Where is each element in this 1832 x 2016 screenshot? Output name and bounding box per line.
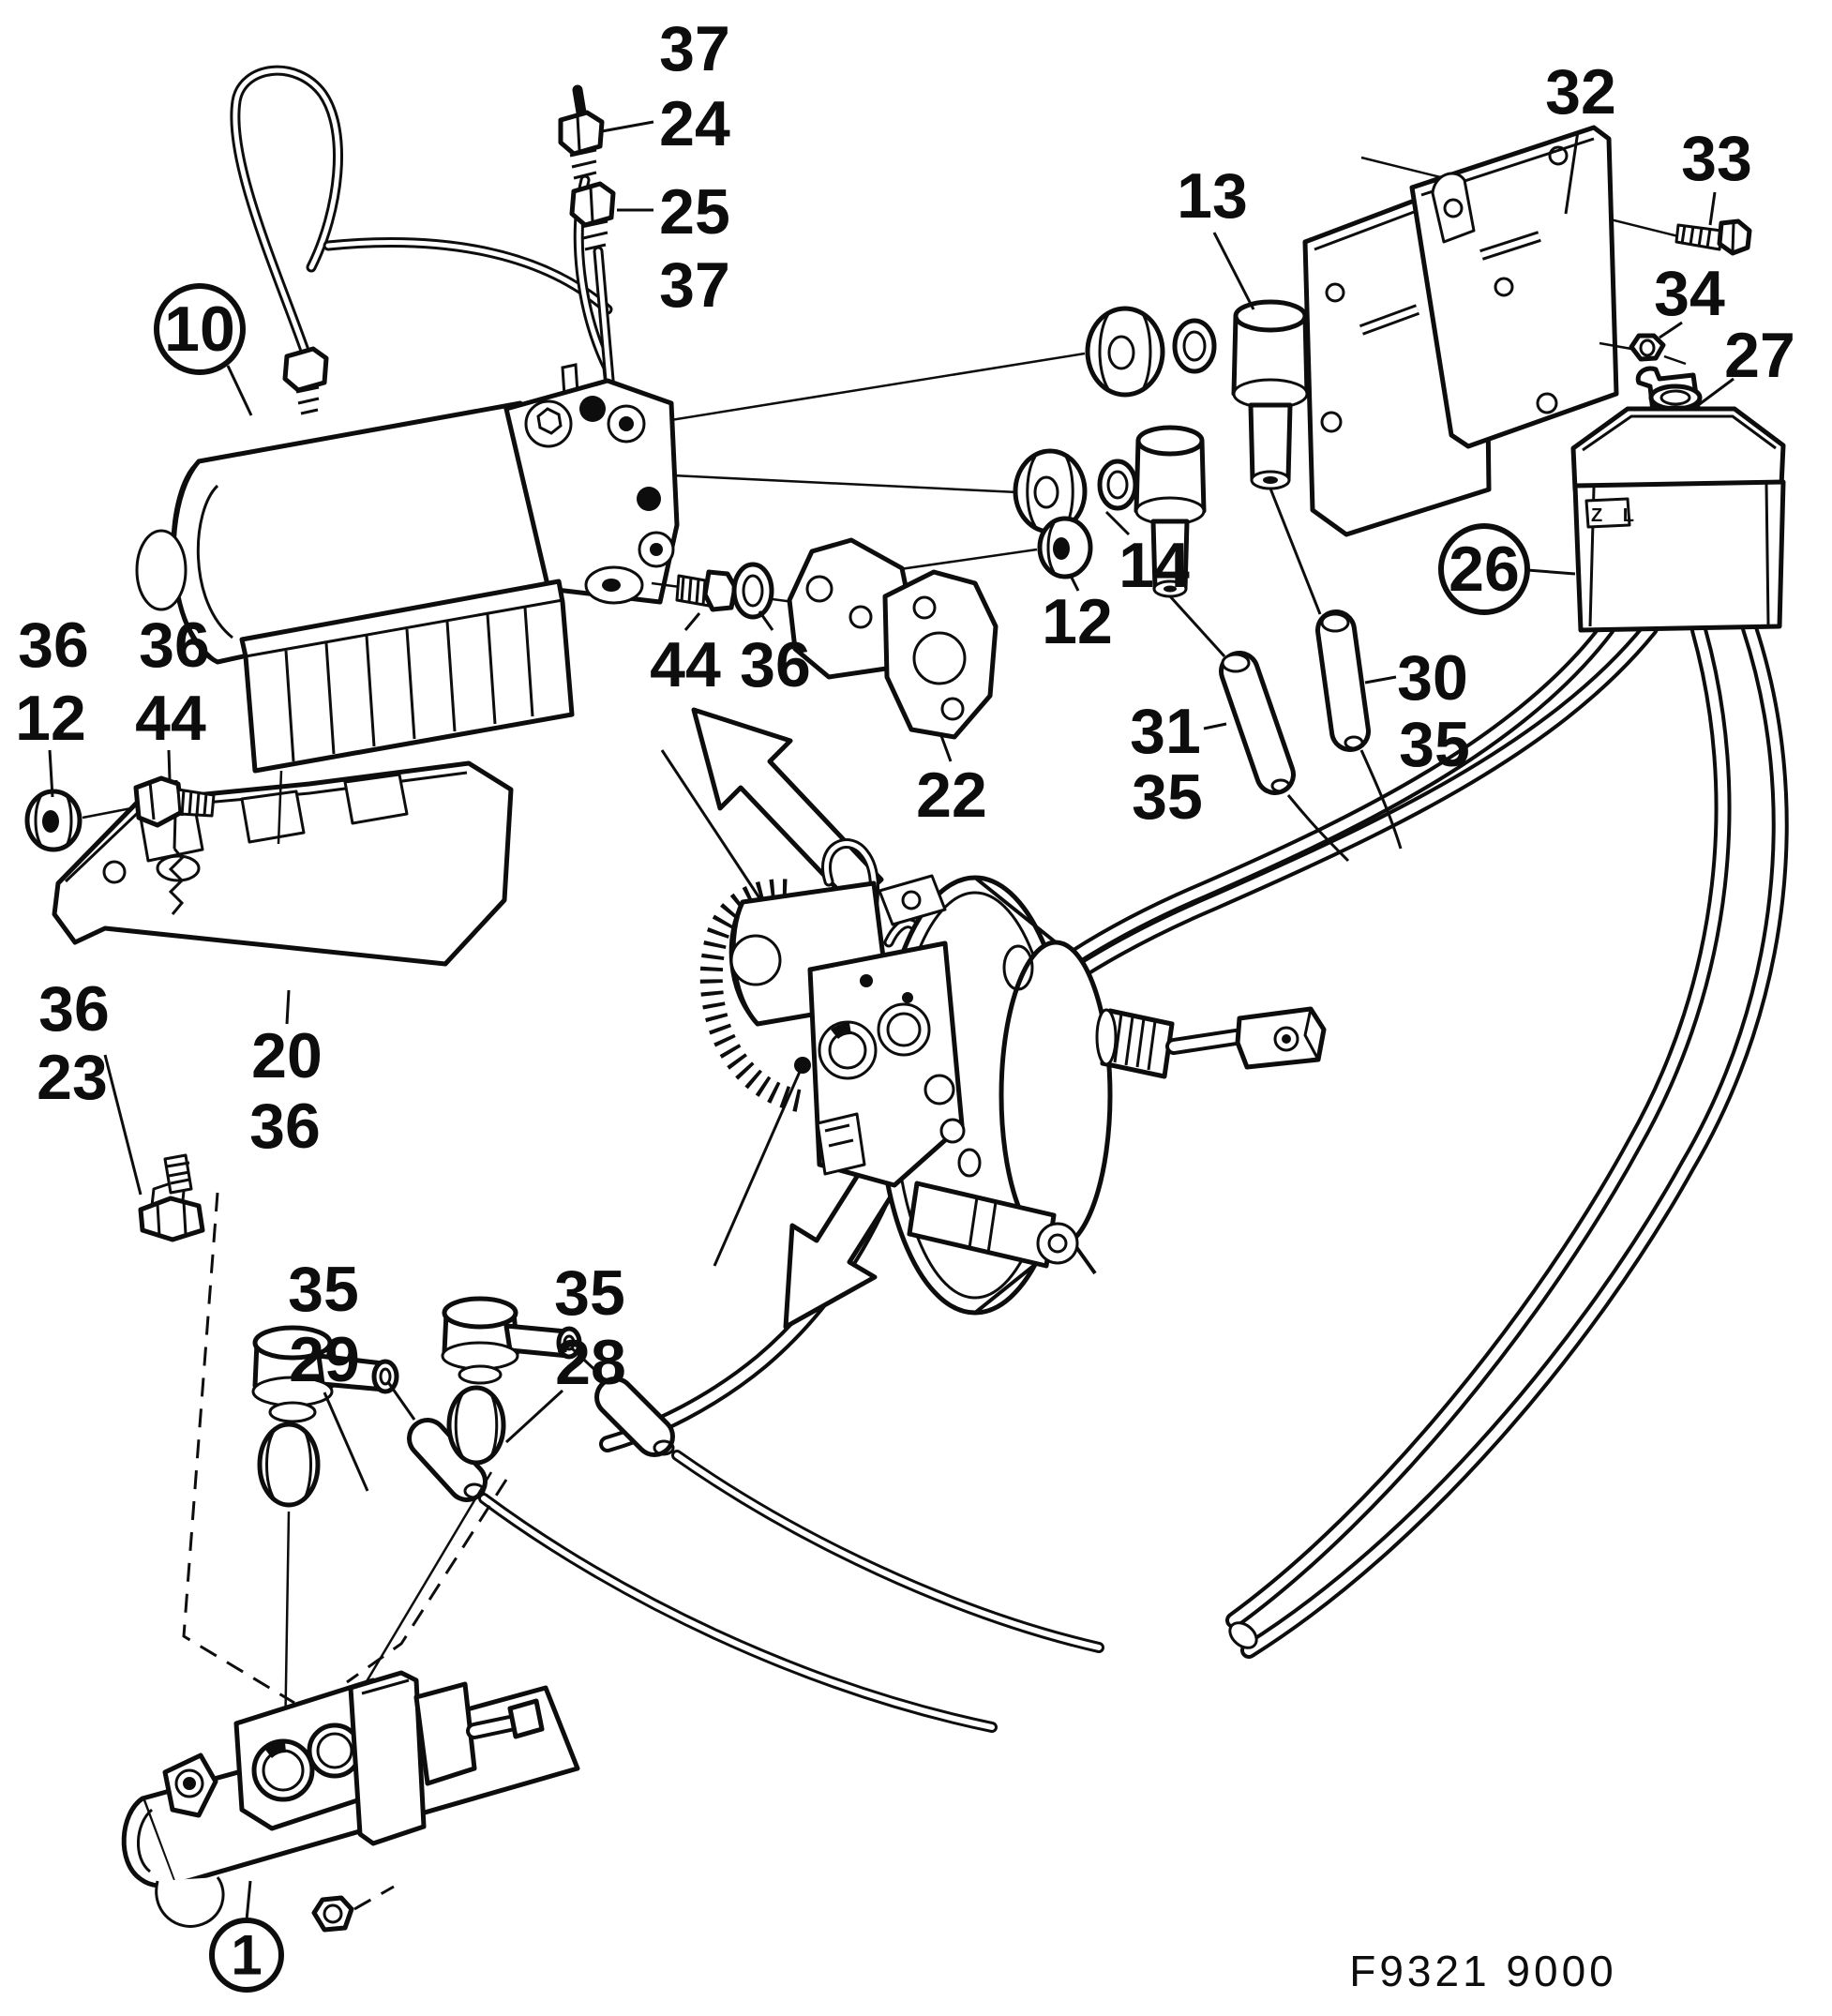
callout-24: 24 — [659, 88, 730, 159]
callout-31: 31 — [1130, 696, 1201, 767]
callout-circled-1: 1 — [231, 1924, 262, 1987]
bolt-23 — [138, 1153, 205, 1242]
callout-36-b2: 36 — [249, 1091, 321, 1162]
hose-sleeve-30 — [1315, 609, 1371, 752]
callout-12-right: 12 — [1042, 586, 1113, 657]
callout-27: 27 — [1724, 320, 1795, 391]
callout-29: 29 — [289, 1324, 360, 1395]
callout-23: 23 — [37, 1042, 108, 1113]
pipe-fitting-24 — [558, 110, 605, 180]
callout-14: 14 — [1119, 530, 1190, 601]
hose-sleeve-31 — [1219, 651, 1296, 795]
callout-36-b1: 36 — [38, 973, 110, 1045]
callout-leader-lines — [48, 120, 1734, 1921]
bracket-32 — [1302, 125, 1619, 537]
callout-28: 28 — [555, 1327, 626, 1398]
callout-circled-26: 26 — [1449, 534, 1520, 605]
nut-34 — [1599, 333, 1687, 366]
mounting-bracket-20 — [52, 760, 514, 967]
callout-34: 34 — [1654, 258, 1725, 329]
hose-sleeve-29 — [407, 1418, 488, 1502]
callout-13: 13 — [1177, 160, 1248, 232]
grommet-14-set — [1013, 425, 1226, 658]
callout-35-28: 35 — [554, 1257, 625, 1329]
pipe-fitting-lower — [282, 346, 329, 415]
hose-sleeve-28 — [594, 1377, 675, 1457]
hydraulic-pump-unit-10 — [135, 378, 680, 774]
callout-37-top: 37 — [659, 13, 730, 84]
figure-code: F9321 9000 — [1349, 1947, 1617, 1995]
nut-mc — [311, 1885, 395, 1933]
bracket-22 — [787, 537, 999, 740]
elbow-fitting-14 — [1134, 425, 1207, 598]
callout-22: 22 — [916, 760, 987, 831]
callout-30: 30 — [1397, 642, 1468, 714]
callout-25: 25 — [659, 176, 730, 248]
callout-33: 33 — [1681, 123, 1752, 194]
abs-actuator-and-booster — [699, 838, 1327, 1316]
callout-36-l1: 36 — [18, 609, 89, 681]
circled-callout-26: 26 — [1438, 523, 1530, 615]
elbow-29-set — [251, 1325, 416, 1508]
callout-35-29: 35 — [288, 1254, 359, 1325]
callout-35-31: 35 — [1132, 761, 1203, 833]
elbow-fitting-13 — [1231, 299, 1310, 490]
callout-labels: 37 24 25 37 36 36 12 44 44 36 22 13 14 1… — [15, 13, 1795, 1398]
callout-35-30: 35 — [1399, 709, 1470, 780]
reservoir-sticker: Z L — [1591, 505, 1642, 526]
fluid-reservoir-26: Z L — [1570, 366, 1786, 633]
callout-36-mid: 36 — [740, 629, 811, 700]
elbow-28-set — [441, 1296, 602, 1466]
callout-20: 20 — [251, 1020, 323, 1091]
master-cylinder-1 — [121, 1192, 580, 1933]
grommet-12-left — [24, 789, 83, 852]
circled-callout-1: 1 — [209, 1918, 284, 1993]
brake-pipes-37 — [230, 65, 623, 444]
circled-callout-10: 10 — [154, 283, 246, 375]
callout-37-second: 37 — [659, 249, 730, 321]
callout-circled-10: 10 — [164, 293, 235, 365]
callout-32: 32 — [1545, 56, 1616, 128]
bolt-44-left — [133, 775, 216, 828]
grommet-12-right — [1037, 516, 1093, 579]
callout-44-left: 44 — [135, 683, 206, 754]
pipe-fitting-25 — [569, 181, 616, 251]
screw-33 — [1674, 218, 1752, 256]
callout-12-left: 12 — [15, 683, 86, 754]
callout-44-mid: 44 — [650, 629, 721, 700]
bolt-44-washer-36-mid — [651, 562, 887, 620]
callout-36-l2: 36 — [139, 609, 210, 681]
